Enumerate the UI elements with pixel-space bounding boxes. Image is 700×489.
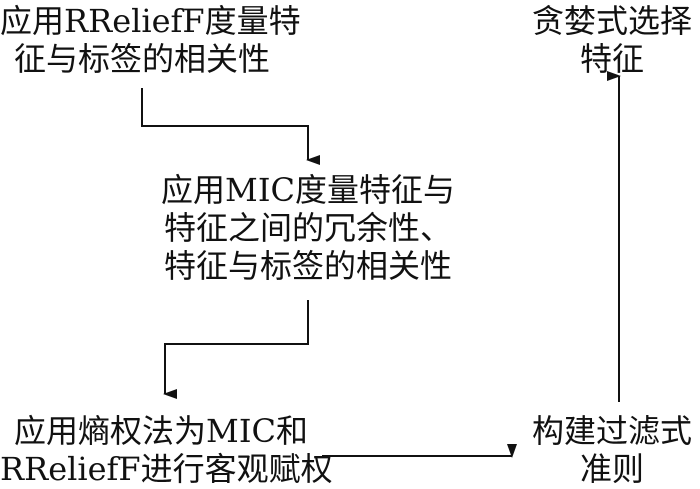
node-line: 应用MIC度量特征与 xyxy=(161,171,455,209)
node-line: 贪婪式选择 xyxy=(531,2,692,40)
node-line: 应用熵权法为MIC和 xyxy=(14,412,308,450)
node-line: 特征与标签的相关性 xyxy=(163,247,452,285)
arrow-mic-to-entropy xyxy=(163,300,309,399)
node-line: 特征之间的冗余性、 xyxy=(163,209,452,247)
node-filter-criterion: 构建过滤式 准则 xyxy=(524,412,700,488)
node-mic-redundancy: 应用MIC度量特征与 特征之间的冗余性、 特征与标签的相关性 xyxy=(160,171,456,285)
node-line: 准则 xyxy=(579,450,644,488)
node-line: 应用RReliefF度量特 xyxy=(0,2,301,40)
node-line: 特征 xyxy=(579,40,644,78)
node-entropy-weighting: 应用熵权法为MIC和 RReliefF进行客观赋权 xyxy=(0,412,333,488)
node-line: 征与标签的相关性 xyxy=(13,40,270,78)
node-line: 构建过滤式 xyxy=(531,412,692,450)
node-line: RReliefF进行客观赋权 xyxy=(0,450,333,488)
node-rrelieff-relevance: 应用RReliefF度量特 征与标签的相关性 xyxy=(0,2,301,78)
arrow-rrelieff-to-mic xyxy=(141,88,320,165)
node-greedy-selection: 贪婪式选择 特征 xyxy=(524,2,700,78)
